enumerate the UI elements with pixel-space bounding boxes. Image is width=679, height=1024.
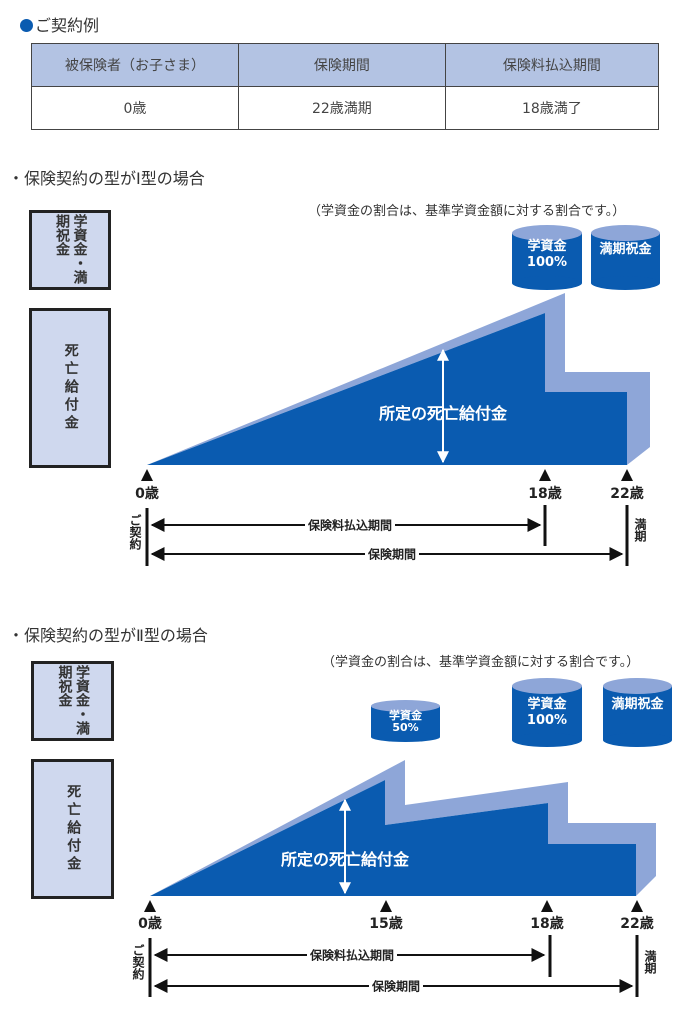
timeline-lines	[148, 935, 639, 997]
insurance-period-label: 保険期間	[364, 545, 420, 563]
cylinder-value: 100%	[526, 255, 568, 270]
cylinder-shapes	[371, 225, 672, 747]
type2-note: （学資金の割合は、基準学資金額に対する割合です。）	[322, 655, 640, 670]
side-box-maturity-education: 学資金・満期祝金	[31, 661, 114, 741]
cylinder-label: 満期祝金	[611, 697, 664, 712]
cylinder-label: 学資金	[389, 709, 422, 722]
side-box-maturity-education: 学資金・満期祝金	[29, 210, 111, 290]
table-header: 保険期間	[237, 43, 446, 87]
cylinder-value: 50%	[392, 721, 419, 734]
contract-example-table: 被保険者（お子さま） 保険期間 保険料払込期間 0歳 22歳満期 18歳満了	[31, 43, 660, 130]
age-label: 15歳	[369, 916, 403, 932]
contract-label: ご契約	[131, 944, 145, 980]
age-label: 18歳	[530, 916, 564, 932]
table-cell: 18歳満了	[444, 86, 660, 130]
age-label: 0歳	[138, 916, 162, 932]
death-benefit-label: 所定の死亡給付金	[378, 404, 508, 423]
premium-period-label: 保険料払込期間	[306, 946, 398, 964]
benefit-shape	[150, 780, 636, 896]
side-label: 学資金・満期祝金	[56, 665, 91, 735]
contract-label: ご契約	[128, 514, 142, 550]
death-benefit-label: 所定の死亡給付金	[280, 850, 410, 869]
age-label: 22歳	[620, 916, 654, 932]
table-cell: 22歳満期	[237, 86, 446, 130]
age-markers	[144, 900, 643, 912]
type1-title: ・保険契約の型がⅠ型の場合	[8, 169, 205, 188]
side-box-death-benefit: 死亡給付金	[29, 308, 111, 468]
timeline-lines	[145, 505, 629, 566]
side-box-death-benefit: 死亡給付金	[31, 759, 114, 899]
side-label: 死亡給付金	[62, 343, 79, 433]
age-label: 18歳	[528, 486, 562, 502]
cylinder-value: 100%	[526, 713, 568, 728]
maturity-label: 満期	[643, 950, 657, 974]
age-label: 0歳	[135, 486, 159, 502]
cylinder-label: 満期祝金	[599, 242, 652, 257]
benefit-shape-3d	[147, 293, 650, 465]
cylinder-label: 学資金	[527, 697, 567, 712]
bullet-icon	[20, 19, 33, 32]
table-cell: 0歳	[31, 86, 239, 130]
type2-title: ・保険契約の型がⅡ型の場合	[8, 626, 208, 645]
table-row: 0歳 22歳満期 18歳満了	[31, 86, 660, 130]
table-header: 被保険者（お子さま）	[31, 43, 239, 87]
heading-text: ご契約例	[35, 16, 100, 35]
age-label: 22歳	[610, 486, 644, 502]
maturity-label: 満期	[633, 518, 647, 542]
type1-note: （学資金の割合は、基準学資金額に対する割合です。）	[308, 204, 626, 219]
premium-period-label: 保険料払込期間	[304, 516, 396, 534]
side-label: 死亡給付金	[65, 784, 82, 874]
insurance-period-label: 保険期間	[368, 977, 424, 995]
table-header-row: 被保険者（お子さま） 保険期間 保険料払込期間	[31, 43, 660, 87]
section-heading: ご契約例	[20, 12, 99, 36]
benefit-shape	[147, 313, 627, 465]
benefit-shape-3d	[150, 760, 656, 896]
side-label: 学資金・満期祝金	[54, 214, 88, 284]
table-header: 保険料払込期間	[444, 43, 660, 87]
age-markers	[141, 469, 633, 481]
cylinder-label: 学資金	[527, 239, 567, 254]
